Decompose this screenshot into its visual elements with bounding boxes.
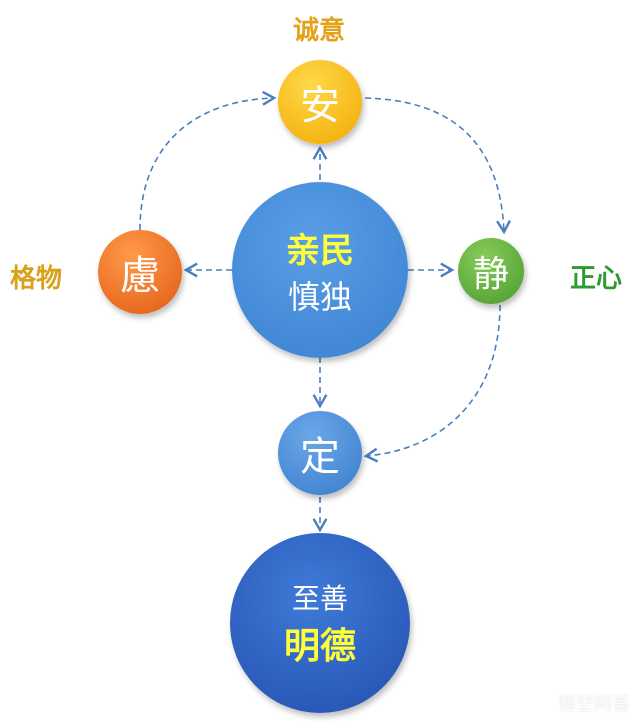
node-an: 安 — [278, 60, 362, 144]
arrow-lv-to-an — [139, 90, 277, 231]
arrow-jing-to-ding — [363, 304, 501, 463]
node-lv-text: 慮 — [120, 253, 160, 299]
label-gewu: 格物 — [10, 264, 63, 294]
node-bottom-top: 至善 — [291, 582, 348, 615]
node-ding-text: 定 — [300, 434, 340, 480]
node-jing-text: 静 — [472, 254, 509, 295]
node-center: 亲民 慎独 — [232, 182, 408, 358]
node-lv: 慮 — [98, 230, 182, 314]
node-bottom-bottom: 明德 — [283, 626, 356, 667]
arrow-an-to-jing — [364, 97, 511, 235]
node-center-top: 亲民 — [286, 230, 354, 271]
node-ding: 定 — [278, 411, 362, 495]
label-zhengxin: 正心 — [570, 264, 623, 294]
node-an-text: 安 — [300, 83, 340, 129]
label-chengyi: 诚意 — [293, 16, 346, 46]
node-bottom: 至善 明德 — [230, 533, 410, 713]
watermark: 悟空问答 — [558, 694, 630, 715]
node-center-bottom: 慎独 — [287, 277, 352, 316]
node-jing: 静 — [458, 238, 524, 304]
